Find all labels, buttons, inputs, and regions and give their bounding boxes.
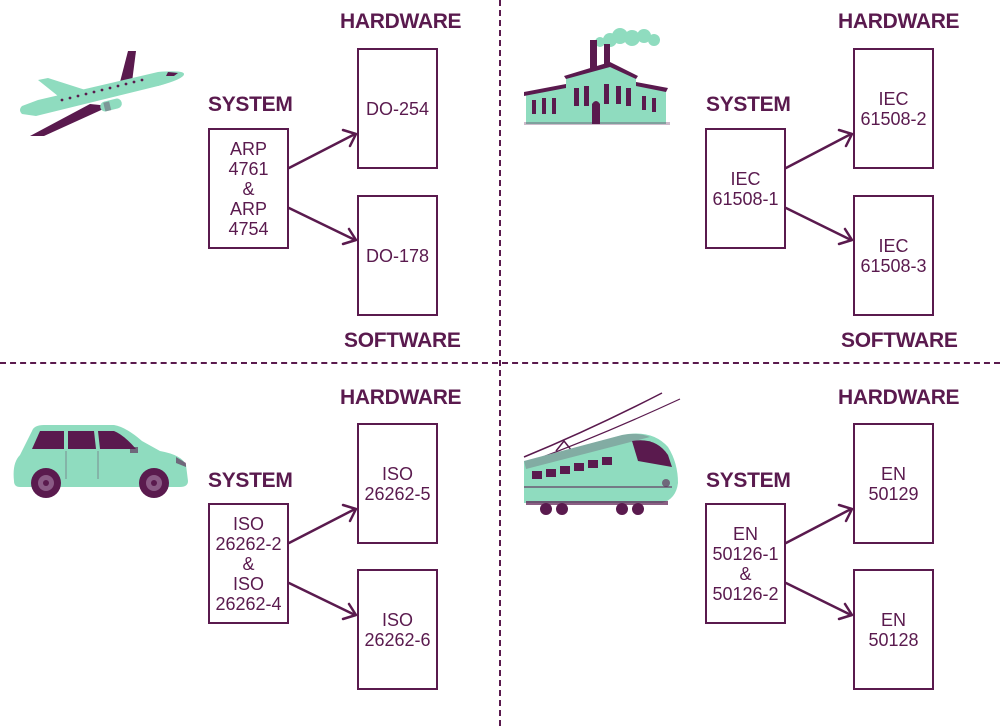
system-standard-label: ARP 4761 & ARP 4754 [228,139,268,239]
software-standard-box: EN 50128 [853,569,934,690]
arrow-to-software [786,583,851,615]
system-standard-box: ISO 26262-2 & ISO 26262-4 [208,503,289,624]
quadrant-aerospace: HARDWARE SYSTEM SOFTWARE ARP 4761 & ARP … [0,0,500,363]
hardware-heading: HARDWARE [340,386,461,410]
hardware-standard-box: ISO 26262-5 [357,423,438,544]
arrow-to-hardware [289,509,355,543]
software-heading: SOFTWARE [841,329,958,353]
system-heading: SYSTEM [706,469,791,493]
software-standard-box: DO-178 [357,195,438,316]
train-icon [522,389,682,519]
arrow-to-hardware [786,134,851,168]
arrow-to-software [786,208,851,240]
system-standard-box: IEC 61508-1 [705,128,786,249]
system-standard-label: IEC 61508-1 [712,169,778,209]
hardware-heading: HARDWARE [340,10,461,34]
software-heading: SOFTWARE [344,329,461,353]
airplane-icon [8,48,188,140]
hardware-standard-label: IEC 61508-2 [860,89,926,129]
system-heading: SYSTEM [208,93,293,117]
software-standard-label: EN 50128 [868,610,918,650]
hardware-standard-label: EN 50129 [868,464,918,504]
hardware-heading: HARDWARE [838,10,959,34]
arrow-to-software [289,583,355,615]
system-standard-label: ISO 26262-2 & ISO 26262-4 [215,514,281,614]
hardware-standard-box: DO-254 [357,48,438,169]
system-standard-label: EN 50126-1 & 50126-2 [712,524,778,604]
software-standard-box: IEC 61508-3 [853,195,934,316]
hardware-standard-label: DO-254 [366,99,429,119]
system-heading: SYSTEM [706,93,791,117]
software-standard-box: ISO 26262-6 [357,569,438,690]
car-icon [10,423,192,499]
system-heading: SYSTEM [208,469,293,493]
factory-icon [524,26,674,126]
arrow-to-hardware [786,509,851,543]
hardware-standard-box: EN 50129 [853,423,934,544]
system-standard-box: ARP 4761 & ARP 4754 [208,128,289,249]
arrow-to-software [289,208,355,240]
arrow-to-hardware [289,134,355,168]
software-standard-label: DO-178 [366,246,429,266]
quadrant-industrial: HARDWARE SYSTEM SOFTWARE IEC 61508-1 IEC… [500,0,1000,363]
software-standard-label: ISO 26262-6 [364,610,430,650]
hardware-heading: HARDWARE [838,386,959,410]
system-standard-box: EN 50126-1 & 50126-2 [705,503,786,624]
hardware-standard-box: IEC 61508-2 [853,48,934,169]
software-standard-label: IEC 61508-3 [860,236,926,276]
quadrant-railway: HARDWARE SYSTEM EN 50126-1 & 50126-2 EN … [500,363,1000,726]
quadrant-automotive: HARDWARE SYSTEM ISO 26262-2 & ISO 26262-… [0,363,500,726]
hardware-standard-label: ISO 26262-5 [364,464,430,504]
